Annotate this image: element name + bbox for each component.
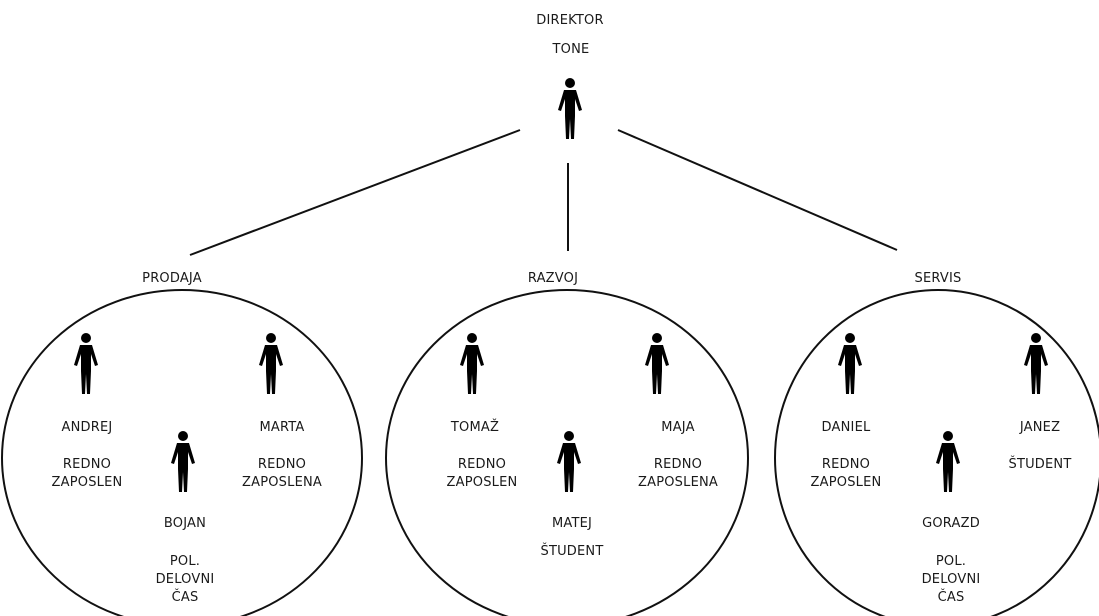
member-name: MATEJ	[551, 516, 593, 531]
dept-title-servis: SERVIS	[914, 271, 962, 286]
dept-title-razvoj: RAZVOJ	[527, 271, 579, 286]
connector-line-prodaja	[189, 129, 521, 256]
member-name: ANDREJ	[61, 420, 113, 435]
member-status: ŠTUDENT	[1008, 457, 1072, 472]
person-icon	[256, 332, 286, 396]
person-icon	[835, 332, 865, 396]
member-name: JANEZ	[1019, 420, 1061, 435]
member-status: REDNO ZAPOSLEN	[810, 457, 882, 490]
person-icon	[168, 430, 198, 494]
member-status: REDNO ZAPOSLEN	[51, 457, 123, 490]
member-status: POL. DELOVNI ČAS	[921, 554, 981, 605]
member-name: MAJA	[661, 420, 695, 435]
person-icon	[933, 430, 963, 494]
member-status: ŠTUDENT	[540, 544, 604, 559]
member-status: REDNO ZAPOSLENA	[242, 457, 322, 490]
person-icon	[554, 430, 584, 494]
member-name: BOJAN	[163, 516, 207, 531]
director-name: TONE	[552, 42, 590, 57]
member-status: POL. DELOVNI ČAS	[155, 554, 215, 605]
person-icon	[71, 332, 101, 396]
dept-circle-prodaja	[1, 289, 363, 616]
member-status: REDNO ZAPOSLEN	[446, 457, 518, 490]
member-name: MARTA	[259, 420, 305, 435]
connector-line-servis	[617, 129, 898, 251]
dept-circle-razvoj	[385, 289, 749, 616]
person-icon	[642, 332, 672, 396]
member-name: DANIEL	[821, 420, 871, 435]
dept-circle-servis	[774, 289, 1099, 616]
director-role: DIREKTOR	[536, 13, 604, 28]
person-icon	[1021, 332, 1051, 396]
member-name: GORAZD	[922, 516, 980, 531]
member-status: REDNO ZAPOSLENA	[638, 457, 718, 490]
member-name: TOMAŽ	[450, 420, 500, 435]
person-icon	[457, 332, 487, 396]
dept-title-prodaja: PRODAJA	[142, 271, 202, 286]
person-icon	[555, 77, 585, 141]
